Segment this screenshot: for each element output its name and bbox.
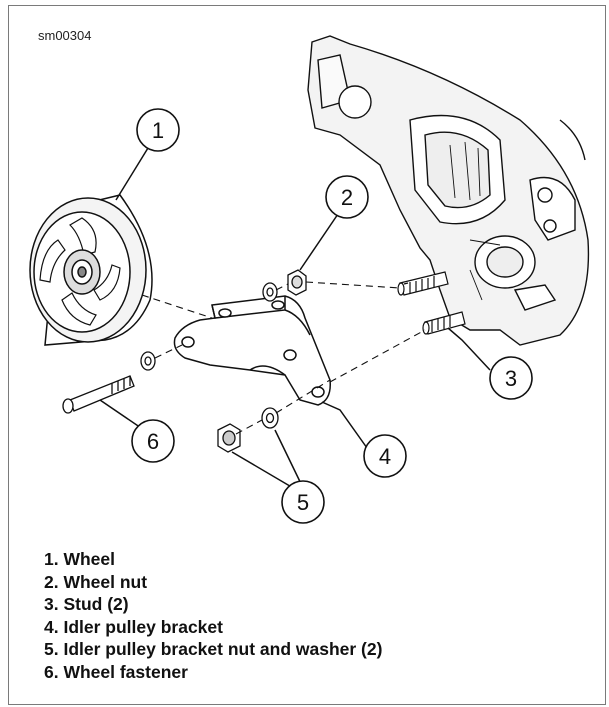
bracket-nut [217, 423, 241, 453]
exploded-diagram: 1 2 3 4 5 6 [29, 35, 590, 524]
idler-pulley-bracket [173, 295, 331, 406]
callout-5: 5 [281, 480, 325, 524]
stud-lower [422, 311, 466, 335]
legend-item: 2. Wheel nut [44, 571, 148, 592]
svg-text:4: 4 [379, 444, 391, 469]
fastener-washer [140, 351, 156, 371]
wheel-nut [287, 269, 307, 296]
parts-legend: 1. Wheel 2. Wheel nut 3. Stud (2) 4. Idl… [44, 548, 382, 684]
wheel-nut-washer [262, 282, 278, 302]
callout-3: 3 [489, 356, 533, 400]
svg-text:3: 3 [505, 366, 517, 391]
callouts: 1 2 3 4 5 6 [131, 108, 533, 524]
legend-item: 6. Wheel fastener [44, 661, 188, 682]
legend-item: 3. Stud (2) [44, 594, 129, 615]
callout-4: 4 [363, 434, 407, 478]
svg-text:1: 1 [152, 118, 164, 143]
assembly-lines [141, 281, 426, 435]
bracket-washer [261, 407, 279, 429]
svg-text:5: 5 [297, 490, 309, 515]
legend-item: 1. Wheel [44, 549, 115, 569]
wheel [29, 194, 153, 346]
legend-item: 4. Idler pulley bracket [44, 616, 223, 637]
figure-id: sm00304 [38, 28, 92, 43]
engine-housing [307, 35, 590, 346]
wheel-fastener [62, 375, 135, 414]
callout-1: 1 [136, 108, 180, 152]
callout-2: 2 [325, 175, 369, 219]
svg-text:2: 2 [341, 185, 353, 210]
callout-6: 6 [131, 419, 175, 463]
stud-upper [397, 271, 449, 296]
svg-text:6: 6 [147, 429, 159, 454]
legend-item: 5. Idler pulley bracket nut and washer (… [44, 639, 383, 660]
